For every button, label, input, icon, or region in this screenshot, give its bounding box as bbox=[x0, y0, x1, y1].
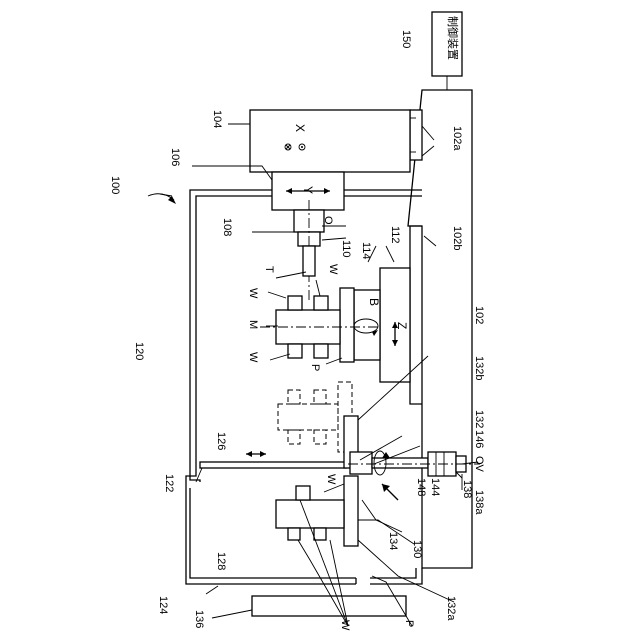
label-144: 144 bbox=[429, 478, 441, 496]
label-OV: OV bbox=[473, 456, 485, 473]
label-W3: W bbox=[247, 352, 259, 363]
arrow-130 bbox=[382, 484, 398, 500]
label-T: T bbox=[263, 266, 275, 273]
label-124: 124 bbox=[157, 596, 169, 614]
label-132: 132 bbox=[473, 410, 485, 428]
label-132b: 132b bbox=[473, 356, 485, 380]
label-M: M bbox=[247, 320, 259, 329]
label-136: 136 bbox=[193, 610, 205, 628]
fixture-lower bbox=[276, 486, 344, 540]
label-102: 102 bbox=[473, 306, 485, 324]
label-X: X bbox=[293, 124, 307, 132]
partition-122 bbox=[200, 451, 346, 468]
label-W2: W bbox=[247, 288, 259, 299]
label-148: 148 bbox=[415, 478, 427, 496]
controller-box: 制御装置 bbox=[432, 12, 462, 90]
label-146: 146 bbox=[473, 430, 485, 448]
label-120: 120 bbox=[133, 342, 145, 360]
label-150: 150 bbox=[400, 30, 412, 48]
arrow-100 bbox=[148, 194, 176, 204]
label-W5: W bbox=[339, 620, 351, 631]
label-132a: 132a bbox=[445, 596, 457, 621]
floor-136 bbox=[252, 596, 406, 616]
tool-T bbox=[303, 246, 315, 276]
label-122: 122 bbox=[163, 474, 175, 492]
fixture-dashed bbox=[278, 382, 352, 452]
label-112: 112 bbox=[389, 226, 401, 244]
label-128: 128 bbox=[215, 552, 227, 570]
label-W4: W bbox=[325, 474, 337, 485]
label-104: 104 bbox=[211, 110, 223, 128]
label-Z: Z bbox=[395, 322, 409, 329]
label-110: 110 bbox=[340, 240, 352, 258]
label-138: 138 bbox=[461, 480, 473, 498]
pallet-P-top bbox=[340, 288, 354, 362]
head-104 bbox=[250, 110, 410, 172]
label-W1: W bbox=[327, 264, 339, 275]
label-134: 134 bbox=[387, 532, 399, 550]
label-130: 130 bbox=[411, 540, 423, 558]
label-126: 126 bbox=[215, 432, 227, 450]
label-B: B bbox=[367, 298, 381, 306]
label-114: 114 bbox=[360, 242, 372, 260]
pallet-arm-132 bbox=[344, 416, 372, 546]
label-Y: Y bbox=[301, 186, 315, 194]
label-P-top: P bbox=[309, 364, 321, 371]
label-100: 100 bbox=[109, 176, 121, 194]
label-106: 106 bbox=[169, 148, 181, 166]
controller-label: 制御装置 bbox=[446, 16, 460, 60]
label-138a: 138a bbox=[473, 490, 485, 515]
label-108: 108 bbox=[221, 218, 233, 236]
label-O: O bbox=[322, 216, 334, 225]
label-102a: 102a bbox=[451, 126, 463, 151]
label-P-bottom: P bbox=[403, 620, 415, 627]
label-102b: 102b bbox=[451, 226, 463, 250]
